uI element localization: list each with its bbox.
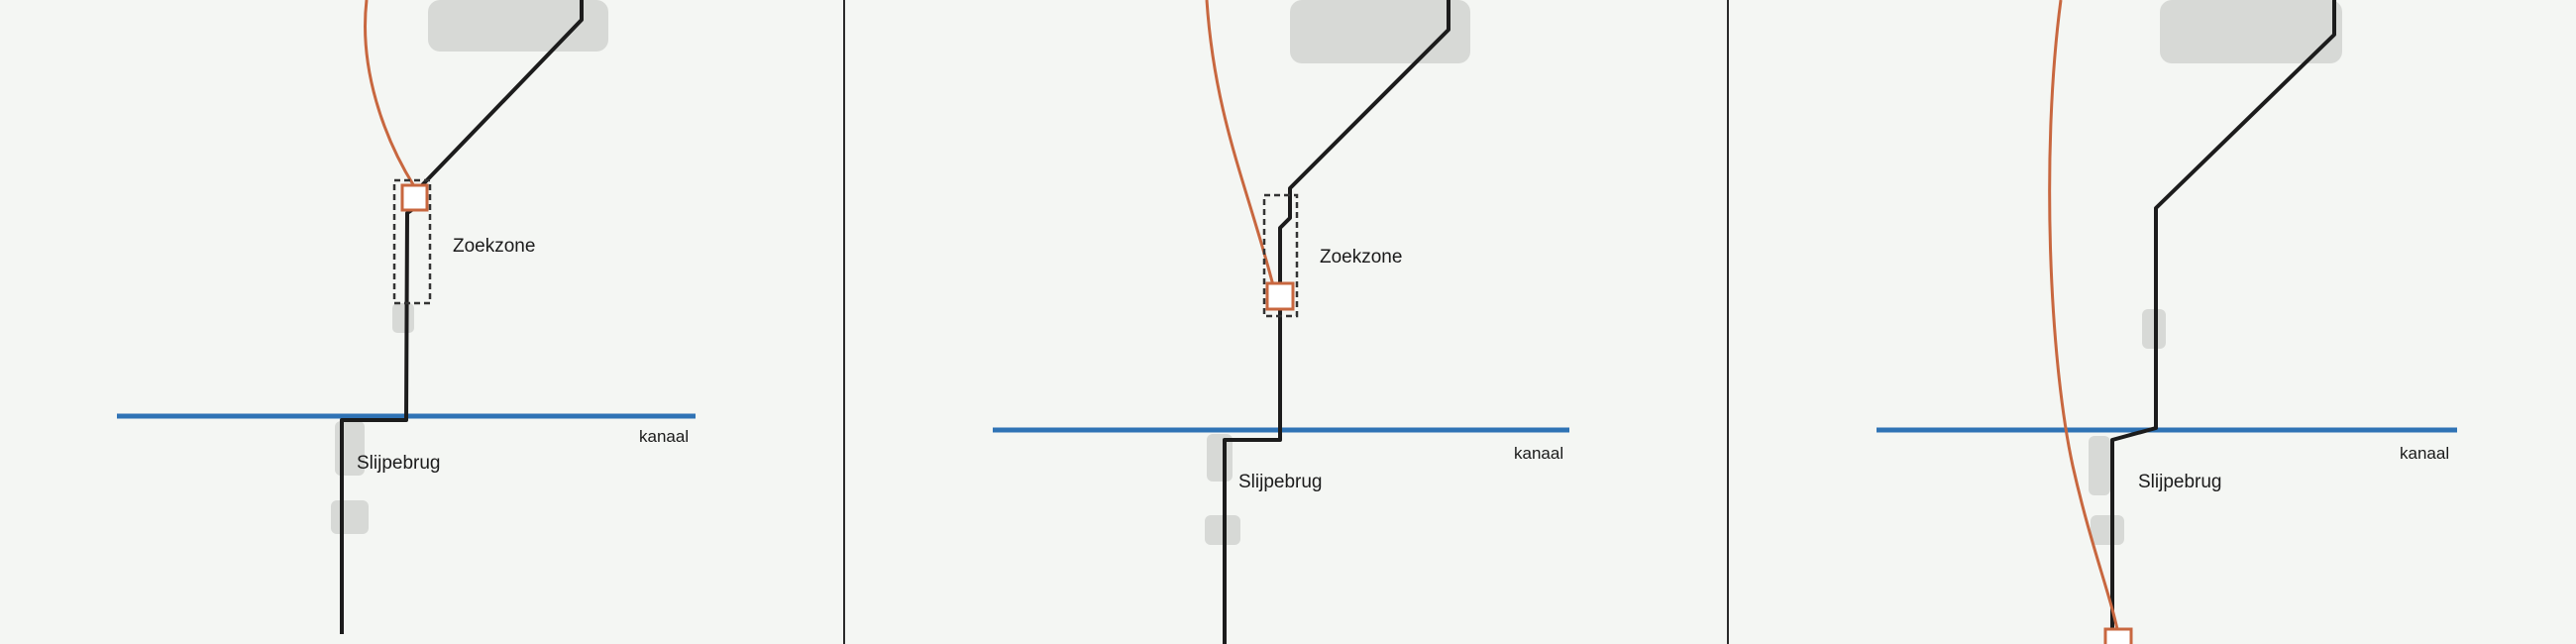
slijpebrug-label: Slijpebrug (2138, 472, 2222, 492)
panel-3: Slijpebrug kanaal (1877, 0, 2457, 644)
zoekzone-label: Zoekzone (1320, 247, 1402, 268)
orange-route-line (2048, 0, 2120, 635)
panel-1: Zoekzone Slijpebrug kanaal (117, 0, 696, 634)
position-marker (1265, 281, 1295, 311)
orange-route-line (364, 0, 416, 187)
kanaal-label: kanaal (2400, 444, 2449, 463)
position-marker (400, 183, 429, 212)
slijpebrug-label: Slijpebrug (357, 453, 441, 474)
search-zone-box (1262, 193, 1299, 318)
panel-2: Zoekzone Slijpebrug kanaal (993, 0, 1569, 644)
zoekzone-label: Zoekzone (453, 236, 535, 257)
background-text-blocks (331, 0, 2342, 545)
position-marker (2103, 627, 2133, 644)
kanaal-label: kanaal (639, 427, 689, 446)
kanaal-label: kanaal (1514, 444, 1563, 463)
black-route-line (340, 0, 584, 634)
black-route-line (1223, 0, 1450, 644)
orange-route-line (1205, 0, 1276, 290)
slijpebrug-label: Slijpebrug (1238, 472, 1323, 492)
black-route-line (2110, 0, 2336, 644)
